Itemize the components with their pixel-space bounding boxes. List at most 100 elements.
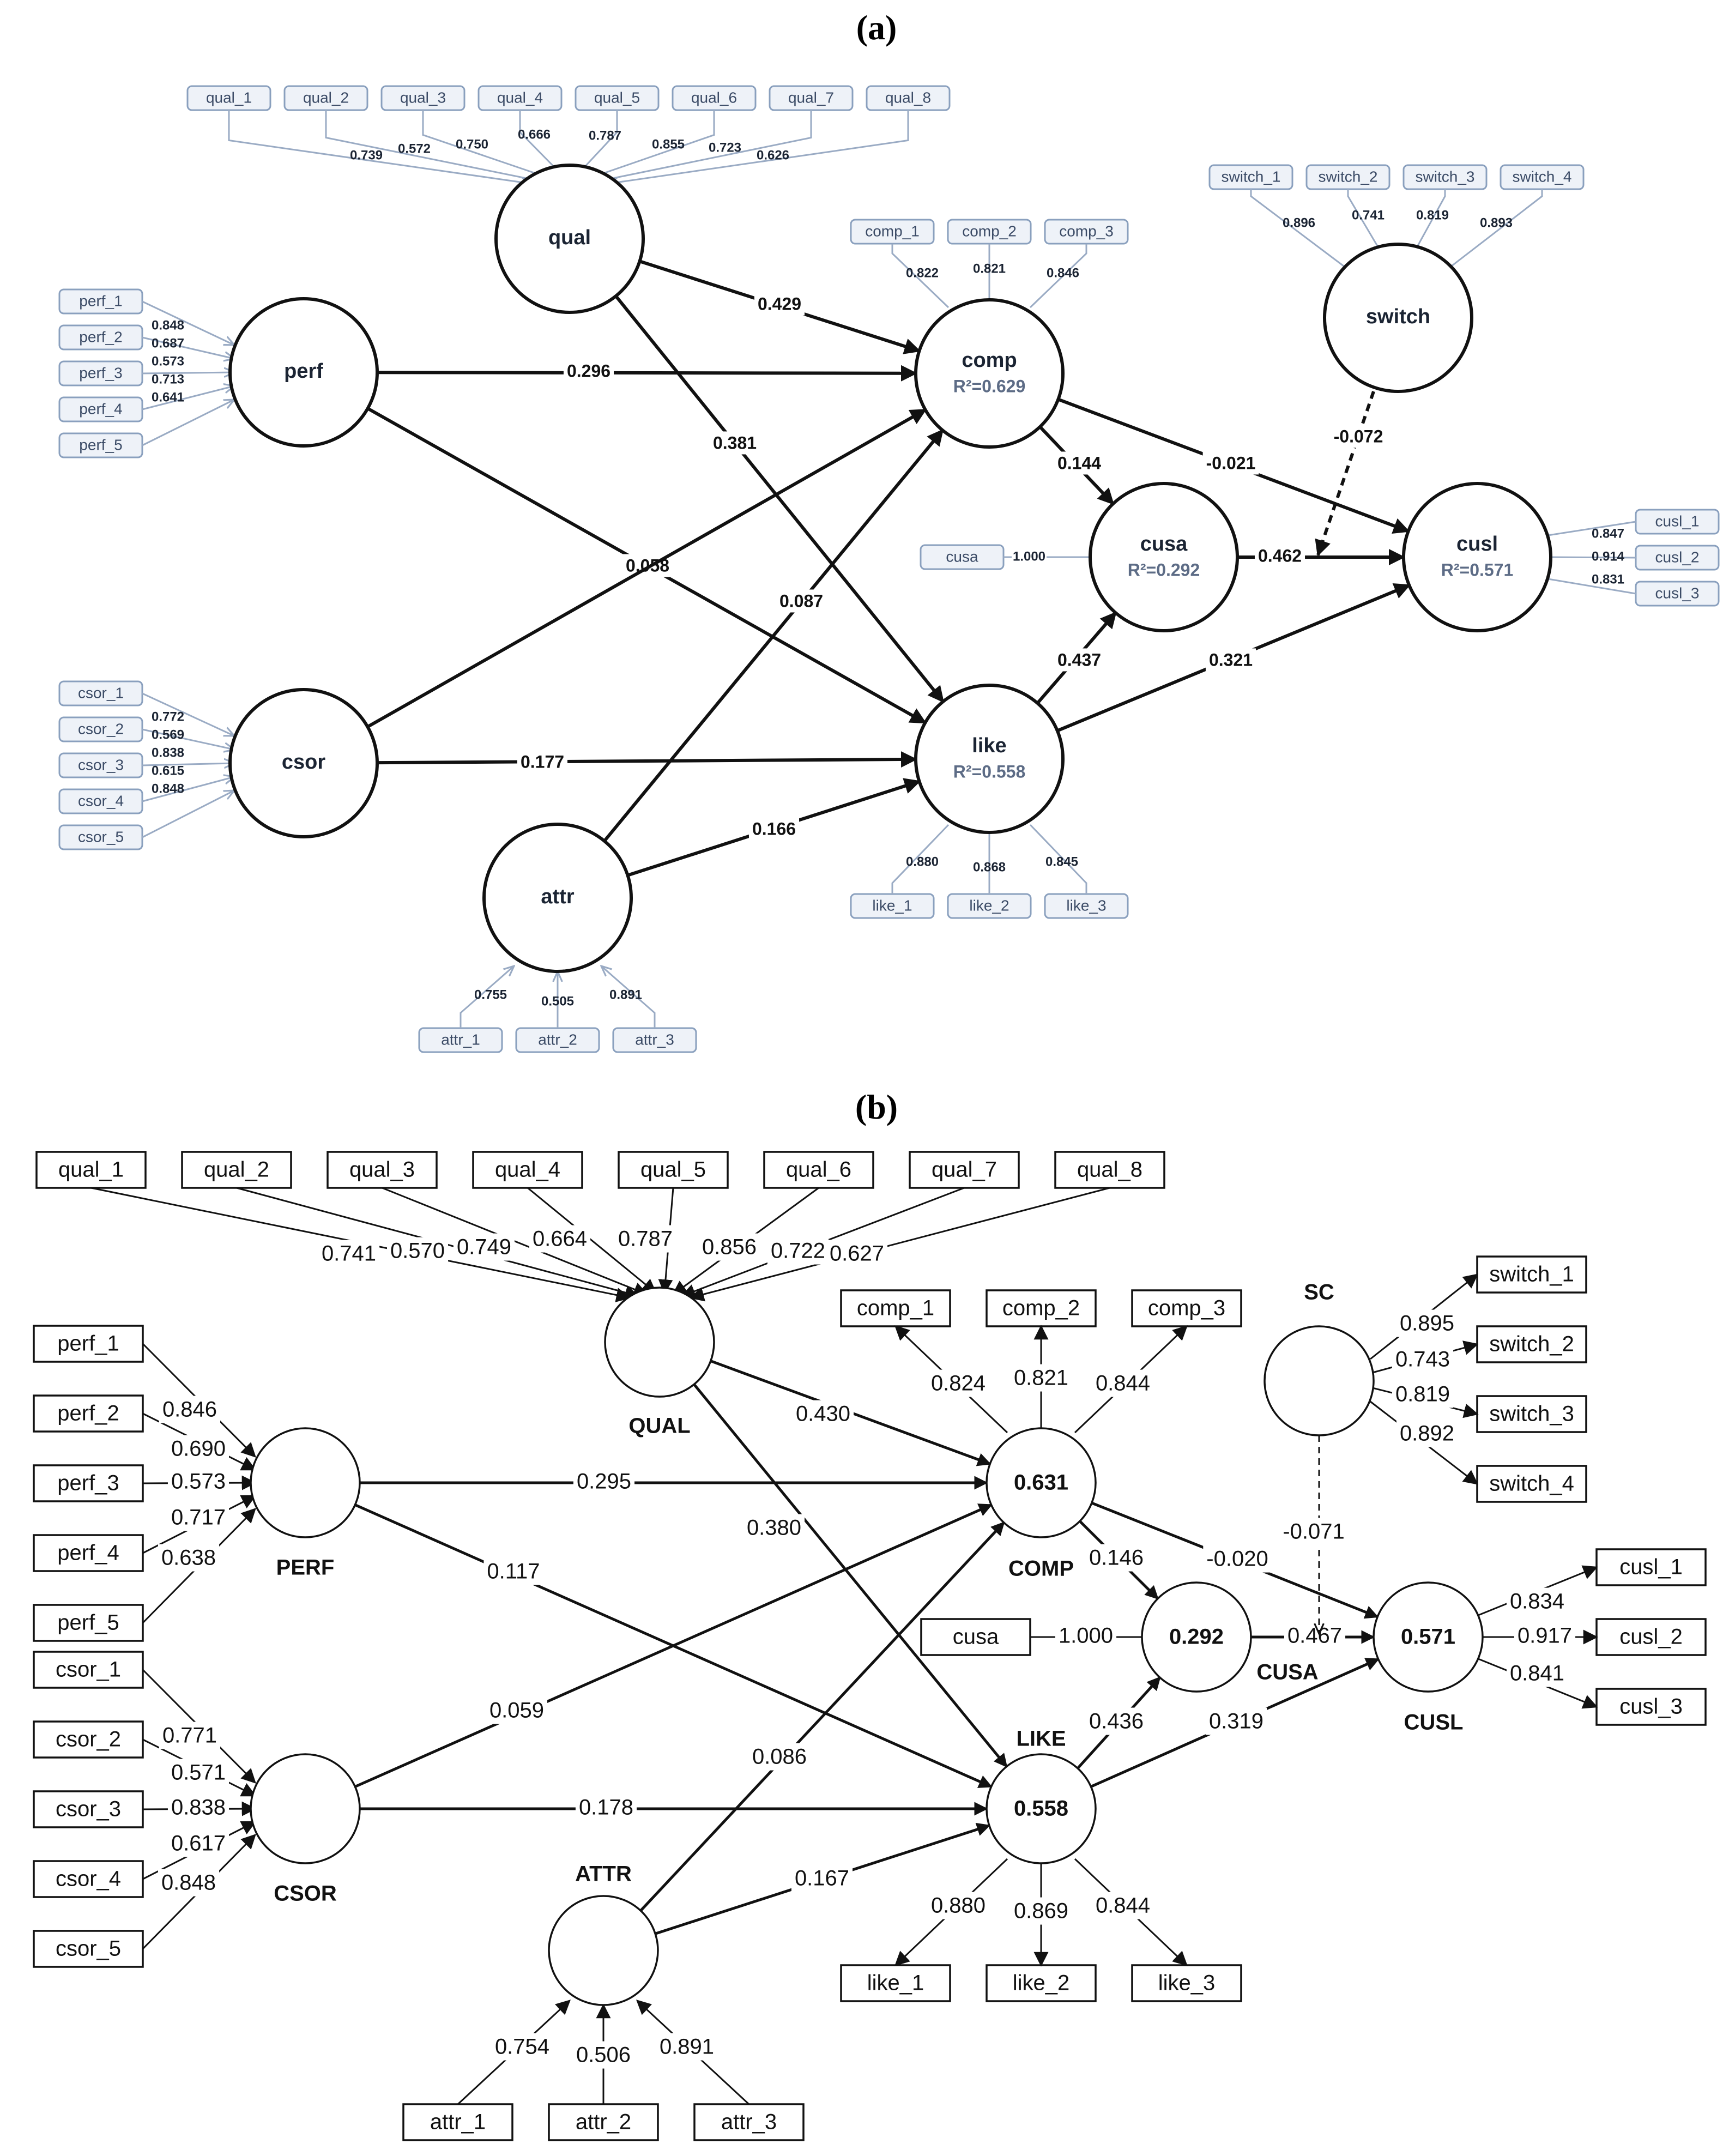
comp-loading-3: 0.844 <box>1096 1372 1150 1396</box>
qual-loading-arrow-6 <box>586 110 715 179</box>
comp-loading-2: 0.821 <box>973 261 1006 276</box>
path-coef-attr-like-bg <box>791 1864 853 1892</box>
csor-loading-3-bg <box>167 1793 229 1821</box>
perf-indicator-3-label: perf_3 <box>57 1471 119 1495</box>
comp-loading-3-bg <box>1092 1369 1154 1397</box>
csor-loading-2: 0.569 <box>152 727 184 742</box>
csor-loading-3: 0.838 <box>152 745 184 760</box>
path-csor-comp <box>354 1503 993 1788</box>
perf-loading-arrow-4 <box>142 386 234 410</box>
perf-loading-4: 0.717 <box>171 1506 226 1530</box>
path-coef-perf-like: 0.117 <box>487 1560 540 1584</box>
path-qual-like <box>614 295 945 703</box>
sc-loading-2-bg <box>1392 1345 1454 1373</box>
cusl-loading-3-bg <box>1506 1659 1568 1687</box>
qual-indicator-2-label: qual_2 <box>303 89 349 106</box>
csor-indicator-2-label: csor_2 <box>56 1728 121 1752</box>
csor-construct-circle <box>250 1753 361 1864</box>
cusa-construct-r2: R²=0.292 <box>1128 560 1200 579</box>
csor-indicator-1-label: csor_1 <box>56 1658 121 1682</box>
path-qual-like <box>693 1383 1008 1768</box>
path-coef-like-cusa: 0.437 <box>1057 650 1101 669</box>
switch-loading-2: 0.741 <box>1352 208 1385 222</box>
cusl-loading-1-bg <box>1506 1587 1568 1615</box>
sc-indicator-3-box <box>1476 1395 1587 1433</box>
attr-loading-3-bg <box>656 2033 718 2061</box>
qual-loading-arrow-1 <box>228 110 531 184</box>
csor-loading-5-bg <box>158 1869 220 1897</box>
path-coef-attr-like: 0.167 <box>795 1867 849 1891</box>
csor-loading-4: 0.615 <box>152 763 184 778</box>
qual-loading-1-bg <box>318 1240 380 1267</box>
qual-loading-8: 0.627 <box>830 1242 884 1266</box>
sc-loading-1: 0.895 <box>1400 1312 1454 1336</box>
qual-indicator-7-label: qual_7 <box>788 89 834 106</box>
qual-indicator-4-box <box>472 1151 583 1189</box>
path-coef-cusa-cusl-bg <box>1254 544 1305 567</box>
path-coef-attr-comp: 0.087 <box>779 591 823 611</box>
qual-construct-name: qual <box>548 226 591 249</box>
csor-loading-3: 0.838 <box>171 1796 226 1820</box>
qual-loading-5: 0.787 <box>618 1227 673 1251</box>
qual-indicator-6-box <box>763 1151 874 1189</box>
qual-loading-3: 0.750 <box>456 137 488 152</box>
perf-loading-2: 0.690 <box>171 1437 226 1461</box>
sc-indicator-2-label: switch_2 <box>1489 1332 1574 1356</box>
qual-indicator-7-box <box>909 1151 1020 1189</box>
path-coef-csor-like-bg <box>575 1793 637 1821</box>
attr-indicator-2-label: attr_2 <box>538 1031 577 1048</box>
qual-construct-circle <box>604 1287 715 1398</box>
perf-indicator-5-label: perf_5 <box>79 436 122 453</box>
cusl-loading-line-2 <box>1547 556 1636 559</box>
qual-indicator-3-label: qual_3 <box>400 89 446 106</box>
qual-indicator-1-label: qual_1 <box>206 89 252 106</box>
qual-loading-arrow-5 <box>575 110 618 177</box>
qual-indicator-8-label: qual_8 <box>1077 1158 1142 1182</box>
csor-indicator-5-label: csor_5 <box>56 1937 121 1961</box>
comp-construct-r2: 0.631 <box>1014 1471 1068 1495</box>
attr-indicator-2-box <box>548 2103 659 2141</box>
like-indicator-3-label: like_3 <box>1066 897 1106 914</box>
attr-indicator-3-label: attr_3 <box>721 2110 777 2134</box>
sc-indicator-4-label: switch_4 <box>1489 1472 1574 1496</box>
qual-loading-7-bg <box>767 1237 829 1265</box>
attr-loading-arrow-3 <box>601 966 656 1028</box>
path-coef-attr-comp-bg <box>776 589 827 613</box>
qual-indicator-8-label: qual_8 <box>885 89 931 106</box>
cusl-construct-circle <box>1373 1581 1484 1693</box>
path-coef-comp-cusa-bg <box>1085 1544 1147 1572</box>
attr-loading-1: 0.754 <box>495 2035 549 2059</box>
attr-indicator-3-label: attr_3 <box>635 1031 674 1048</box>
path-coef-like-cusl-bg <box>1205 648 1256 672</box>
qual-indicator-6-label: qual_6 <box>786 1158 851 1182</box>
like-loading-line-1 <box>891 824 950 894</box>
cusl-construct-r2: 0.571 <box>1401 1625 1455 1649</box>
path-coef-qual-comp-bg <box>792 1400 854 1428</box>
csor-loading-arrow-5 <box>142 790 234 838</box>
comp-indicator-1-label: comp_1 <box>857 1296 934 1320</box>
cusa-loading-1-bg <box>1055 1622 1117 1650</box>
attr-indicator-1-box <box>402 2103 513 2141</box>
qual-loading-1: 0.741 <box>322 1242 376 1266</box>
perf-loading-1-bg <box>159 1396 221 1423</box>
perf-indicator-3-box <box>33 1464 144 1502</box>
comp-construct-name: comp <box>962 349 1017 372</box>
sc-indicator-4-box <box>1476 1465 1587 1503</box>
attr-construct-circle <box>548 1895 659 2006</box>
csor-construct-circle <box>228 688 379 838</box>
perf-loading-5: 0.638 <box>161 1546 216 1570</box>
like-construct-name: LIKE <box>1016 1727 1066 1751</box>
comp-indicator-3-box <box>1131 1289 1242 1327</box>
perf-construct-name: PERF <box>276 1556 335 1580</box>
path-csor-like <box>377 751 918 768</box>
qual-indicator-2-label: qual_2 <box>204 1158 269 1182</box>
cusl-loading-2-bg <box>1514 1622 1576 1650</box>
qual-indicator-4-label: qual_4 <box>497 89 543 106</box>
attr-loading-1: 0.755 <box>474 987 507 1002</box>
path-coef-like-cusa: 0.436 <box>1089 1710 1144 1734</box>
comp-construct-name: COMP <box>1008 1557 1074 1581</box>
attr-loading-arrow-1 <box>460 966 514 1028</box>
qual-loading-8-bg <box>826 1240 888 1267</box>
switch-loading-line-4 <box>1451 189 1543 267</box>
path-coef-cusa-cusl: 0.467 <box>1287 1624 1342 1648</box>
